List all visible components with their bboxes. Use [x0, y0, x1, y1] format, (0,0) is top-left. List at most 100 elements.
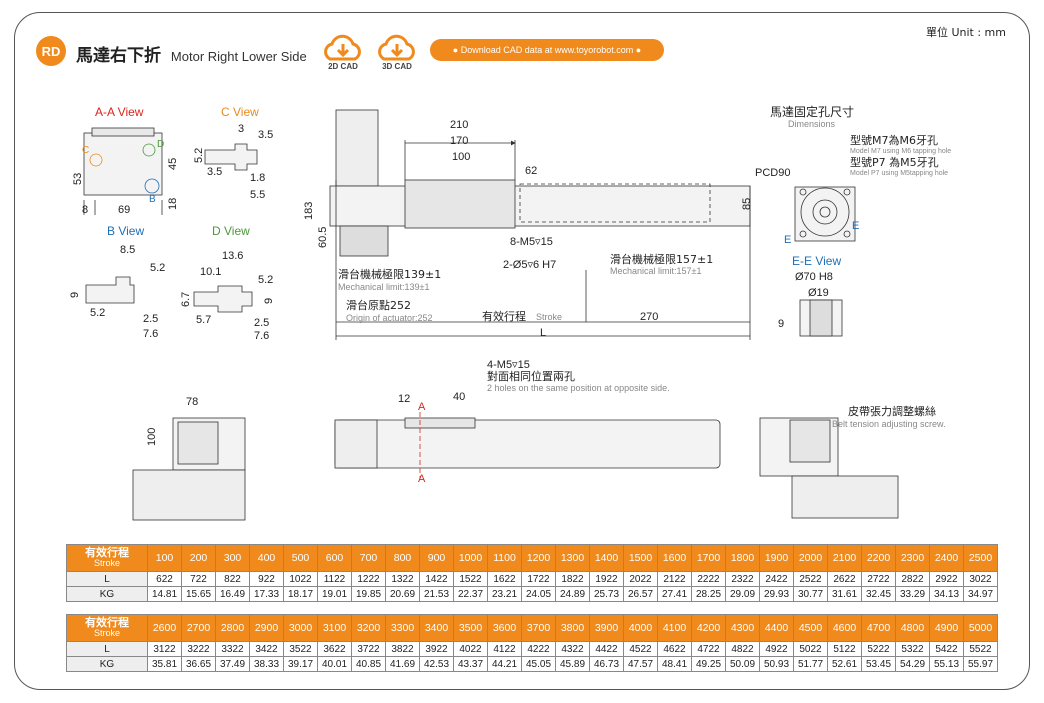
cad-2d-label: 2D CAD: [328, 62, 358, 71]
dim-100b: 100: [146, 428, 158, 446]
stroke-cell: 2300: [895, 544, 930, 572]
kg-cell: 19.85: [351, 586, 386, 602]
stroke-cell: 2900: [249, 614, 284, 642]
download-cad-link[interactable]: ● Download CAD data at www.toyorobot.com…: [430, 39, 664, 61]
holes-note-en: 2 holes on the same position at opposite…: [487, 383, 670, 393]
stroke-cell: 2400: [929, 544, 964, 572]
l-cell: 722: [181, 571, 216, 587]
stroke-cell: 3400: [419, 614, 454, 642]
l-cell: 2022: [623, 571, 658, 587]
belt-note-zh: 皮帶張力調整螺絲: [848, 404, 936, 418]
hole-8-m5: 8-M5▿15: [510, 236, 553, 248]
p7-note-zh: 型號P7 為M5牙孔: [850, 155, 939, 169]
stroke-cell: 2200: [861, 544, 896, 572]
dim-78: 78: [186, 396, 198, 408]
side-view-right: 皮帶張力調整螺絲 Belt tension adjusting screw.: [759, 404, 946, 519]
kg-cell: 21.53: [419, 586, 454, 602]
cad-3d-label: 3D CAD: [382, 62, 412, 71]
c-dim-5-5: 5.5: [250, 189, 265, 201]
b-dim-9: 9: [69, 292, 81, 298]
l-cell: 1922: [589, 571, 624, 587]
stroke-cell: 4300: [725, 614, 760, 642]
kg-cell: 35.81: [147, 656, 182, 672]
stroke-cell: 3200: [351, 614, 386, 642]
aa-label-c: C: [82, 145, 89, 156]
main-front-view: 210 170 100 62 183 60.5 85 8-M5▿15 2-Ø5▿…: [303, 109, 753, 340]
kg-cell: 51.77: [793, 656, 828, 672]
l-cell: 5322: [895, 641, 930, 657]
row-header-l: L: [66, 641, 148, 657]
dim-62: 62: [525, 165, 537, 177]
kg-cell: 29.09: [725, 586, 760, 602]
c-dim-3-5b: 3.5: [207, 166, 222, 178]
b-dim-2-5: 2.5: [143, 313, 158, 325]
cad-2d-button[interactable]: 2D CAD: [318, 32, 368, 72]
stroke-cell: 1700: [691, 544, 726, 572]
kg-cell: 49.25: [691, 656, 726, 672]
l-cell: 2822: [895, 571, 930, 587]
p7-note-en: Model P7 using M5tapping hole: [850, 170, 948, 177]
b-view: B View 8.5 5.2 9 5.2 2.5 7.6: [69, 224, 165, 340]
mech-limit-right-zh: 滑台機械極限157±1: [610, 252, 713, 266]
kg-cell: 24.05: [521, 586, 556, 602]
top-view: 12 40 A A 4-M5▿15 對面相同位置兩孔 2 holes on th…: [334, 359, 721, 485]
stroke-cell: 1400: [589, 544, 624, 572]
stroke-cell: 3300: [385, 614, 420, 642]
mech-limit-left-en: Mechanical limit:139±1: [338, 282, 429, 292]
c-view: C View 3 3.5 5.2 3.5 1.8 5.5: [193, 105, 273, 201]
stroke-cell: 3000: [283, 614, 318, 642]
motor-holes-title-zh: 馬達固定孔尺寸: [770, 104, 854, 119]
c-dim-1-8: 1.8: [250, 172, 265, 184]
cad-3d-button[interactable]: 3D CAD: [372, 32, 422, 72]
l-cell: 2422: [759, 571, 794, 587]
stroke-cell: 1000: [453, 544, 488, 572]
b-dim-5-2b: 5.2: [90, 307, 105, 319]
pcd-label: PCD90: [755, 167, 790, 179]
d-dim-13-6: 13.6: [222, 250, 243, 262]
stroke-cell: 1200: [521, 544, 556, 572]
l-cell: 5422: [929, 641, 964, 657]
d-view-title: D View: [212, 224, 250, 238]
l-cell: 4222: [521, 641, 556, 657]
kg-cell: 38.33: [249, 656, 284, 672]
kg-cell: 25.73: [589, 586, 624, 602]
stroke-cell: 4000: [623, 614, 658, 642]
kg-cell: 34.97: [963, 586, 998, 602]
c-dim-5-2: 5.2: [193, 148, 205, 163]
stroke-cell: 4600: [827, 614, 862, 642]
ee-dim-19: Ø19: [808, 287, 829, 299]
stroke-cell: 2100: [827, 544, 862, 572]
l-cell: 3622: [317, 641, 352, 657]
l-cell: 4322: [555, 641, 590, 657]
aa-view: A-A View 53 8 69 18 45 C D B: [72, 105, 179, 216]
ee-dim-70: Ø70 H8: [795, 271, 833, 283]
l-cell: 2922: [929, 571, 964, 587]
kg-cell: 22.37: [453, 586, 488, 602]
stroke-cell: 800: [385, 544, 420, 572]
dim-183: 183: [303, 202, 315, 220]
page-title: 馬達右下折 Motor Right Lower Side: [76, 41, 307, 66]
stroke-cell: 5000: [963, 614, 998, 642]
stroke-cell: 2000: [793, 544, 828, 572]
l-cell: 4522: [623, 641, 658, 657]
kg-cell: 20.69: [385, 586, 420, 602]
ee-view: E-E View Ø70 H8 Ø19 9: [778, 254, 843, 337]
kg-cell: 34.13: [929, 586, 964, 602]
stroke-cell: 4500: [793, 614, 828, 642]
series-badge: RD: [36, 36, 66, 66]
stroke-cell: 2600: [147, 614, 182, 642]
row-header-kg: KG: [66, 656, 148, 672]
stroke-cell: 1500: [623, 544, 658, 572]
l-cell: 3122: [147, 641, 182, 657]
stroke-cell: 500: [283, 544, 318, 572]
l-cell: 1022: [283, 571, 318, 587]
aa-dim-8: 8: [82, 204, 88, 216]
stroke-cell: 3700: [521, 614, 556, 642]
dim-100: 100: [452, 151, 470, 163]
kg-cell: 26.57: [623, 586, 658, 602]
length-row: L 3122 3222 3322 3422 3522 3622 3722 382…: [66, 641, 998, 657]
stroke-cell: 300: [215, 544, 250, 572]
section-a-top: A: [418, 401, 426, 413]
